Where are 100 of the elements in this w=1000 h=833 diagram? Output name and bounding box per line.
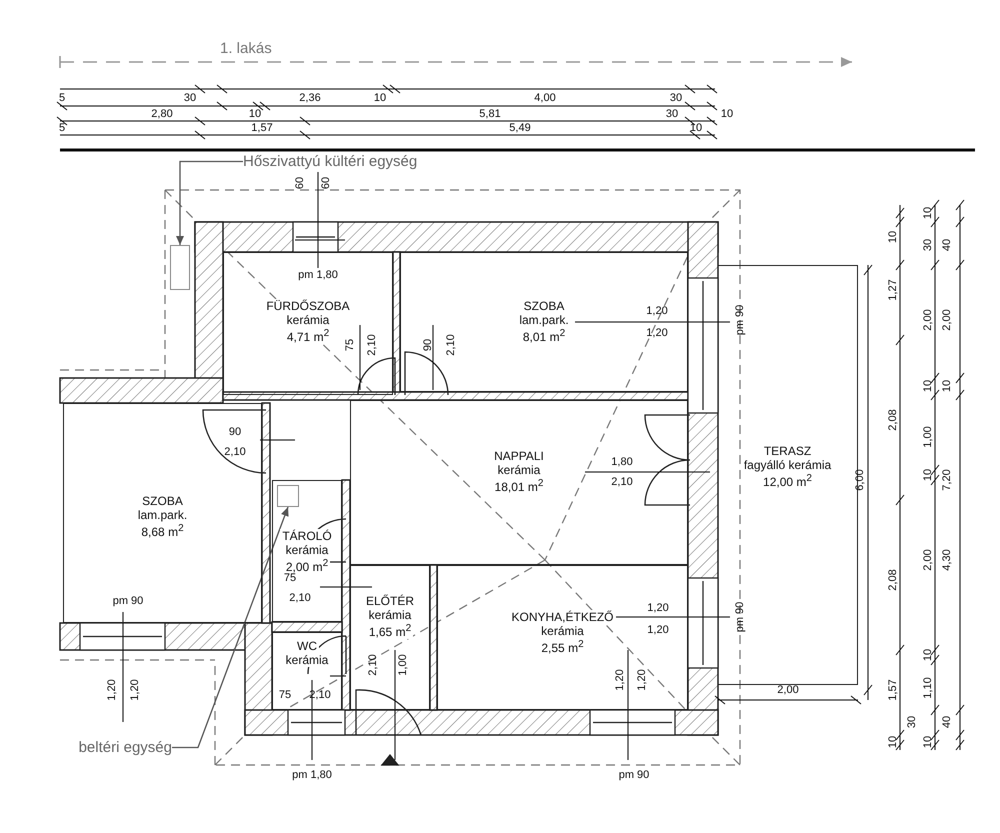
dimension-label: 1,00 bbox=[397, 654, 409, 676]
dimension-label: 2,10 bbox=[224, 446, 246, 458]
dimension-label: 7,20 bbox=[941, 469, 953, 491]
floor-material: kerámia bbox=[284, 653, 330, 667]
dimension-label: 90 bbox=[228, 426, 242, 438]
room-name: WC bbox=[295, 639, 319, 653]
dimension-label: 90 bbox=[422, 338, 434, 352]
dimension-label: 1,20 bbox=[129, 679, 141, 701]
dimension-label: pm 90 bbox=[618, 769, 650, 781]
dimension-label: 10 bbox=[690, 122, 702, 134]
floor-material: kerámia bbox=[366, 608, 414, 622]
room-area: 2,00 m$^{2}$ bbox=[284, 557, 330, 574]
dimension-label: 10 bbox=[922, 648, 934, 662]
dimension-label: 4,30 bbox=[941, 549, 953, 571]
dimension-label: 1,57 bbox=[251, 122, 273, 134]
dimension-label: 2,10 bbox=[366, 334, 378, 356]
dimension-label: 1,20 bbox=[646, 327, 668, 339]
dimension-label: 2,36 bbox=[299, 92, 321, 104]
dimension-label: 5,81 bbox=[479, 108, 501, 120]
dimension-label: 10 bbox=[248, 108, 262, 120]
dimension-label: 1,20 bbox=[106, 679, 118, 701]
callout-text: beltéri egység bbox=[0, 738, 172, 757]
dimension-label: 2,10 bbox=[445, 334, 457, 356]
dimension-label: 2,00 bbox=[922, 309, 934, 331]
plan-title: 1. lakás bbox=[220, 40, 272, 57]
floor-material: kerámia bbox=[284, 313, 332, 327]
dimension-label: 10 bbox=[720, 108, 734, 120]
dimension-label: 1,80 bbox=[611, 456, 633, 468]
room-area: 4,71 m$^{2}$ bbox=[284, 327, 332, 344]
dimension-label: pm 1,80 bbox=[292, 769, 332, 781]
dimension-label: 10 bbox=[922, 468, 934, 482]
dimension-label: 1,20 bbox=[614, 669, 626, 691]
heat-pump-unit bbox=[277, 485, 299, 507]
dimension-label: 10 bbox=[922, 206, 934, 220]
dimension-label: pm 1,80 bbox=[298, 269, 338, 281]
dimension-label: 5 bbox=[58, 92, 66, 104]
dimension-label: 2,10 bbox=[367, 654, 379, 676]
dimension-label: pm 90 bbox=[112, 595, 144, 607]
floor-material: kerámia bbox=[539, 624, 586, 638]
room-area: 12,00 m$^{2}$ bbox=[761, 472, 814, 489]
floor-material: kerámia bbox=[284, 543, 330, 557]
dimension-label: 30 bbox=[922, 238, 934, 252]
dimension-label: 2,00 bbox=[941, 309, 953, 331]
dimension-label: 10 bbox=[941, 380, 953, 392]
room-area: 8,01 m$^{2}$ bbox=[520, 327, 568, 344]
dimension-label: 1,00 bbox=[922, 426, 934, 448]
dimension-label: 30 bbox=[184, 92, 196, 104]
dimension-label: 1,10 bbox=[922, 677, 934, 699]
dimension-label: pm 90 bbox=[734, 304, 746, 336]
room-area: 18,01 m$^{2}$ bbox=[492, 477, 546, 494]
room-name: ELŐTÉR bbox=[364, 594, 416, 608]
room-area: 8,68 m$^{2}$ bbox=[139, 522, 186, 539]
dimension-label: 1,27 bbox=[887, 279, 899, 301]
room-name: TÁROLÓ bbox=[280, 529, 334, 543]
dimension-label: 75 bbox=[284, 572, 296, 584]
dimension-label: 1,57 bbox=[887, 679, 899, 701]
dimension-label: 30 bbox=[906, 716, 918, 728]
dimension-label: 60 bbox=[294, 176, 306, 190]
dimension-label: 75 bbox=[278, 689, 292, 701]
dimension-label: 1,20 bbox=[647, 602, 669, 614]
dimension-label: 10 bbox=[374, 92, 386, 104]
dimension-label: 2,00 bbox=[777, 684, 799, 696]
dimension-label: 2,10 bbox=[289, 592, 311, 604]
dimension-label: 30 bbox=[670, 92, 682, 104]
dimension-label: 1,20 bbox=[647, 624, 669, 636]
dimension-label: 6,00 bbox=[854, 469, 866, 491]
dimension-label: 1,20 bbox=[646, 305, 668, 317]
dimension-label: pm 90 bbox=[734, 602, 746, 632]
room-area: 1,65 m$^{2}$ bbox=[366, 622, 414, 639]
floor-material: lam.park. bbox=[136, 508, 190, 522]
dimension-label: 2,10 bbox=[611, 476, 633, 488]
dimension-label: 40 bbox=[941, 238, 953, 252]
callout-text: Hőszivattyú kültéri egység bbox=[243, 152, 418, 171]
floor-material: lam.park. bbox=[517, 313, 571, 327]
dimension-label: 10 bbox=[922, 736, 934, 748]
dimension-label: 10 bbox=[887, 230, 899, 244]
room-name: FÜRDŐSZOBA bbox=[264, 299, 352, 313]
leader-line bbox=[172, 506, 289, 748]
room-area: 2,55 m$^{2}$ bbox=[539, 638, 586, 655]
room-name: NAPPALI bbox=[492, 449, 546, 463]
dimension-label: 2,08 bbox=[887, 409, 899, 431]
leader-line bbox=[176, 160, 243, 245]
dimension-label: 75 bbox=[344, 338, 356, 352]
room-name: SZOBA bbox=[140, 494, 185, 508]
dimension-label: 5 bbox=[58, 122, 66, 134]
dimension-label: 2,00 bbox=[922, 549, 934, 571]
dimension-label: 60 bbox=[320, 176, 332, 190]
dimension-label: 30 bbox=[666, 108, 678, 120]
dimension-label: 2,08 bbox=[887, 569, 899, 591]
room-name: SZOBA bbox=[522, 299, 566, 313]
floor-material: kerámia bbox=[496, 463, 542, 477]
dimension-label: 40 bbox=[941, 716, 953, 728]
room-name: TERASZ bbox=[762, 444, 814, 458]
heat-pump-unit bbox=[170, 245, 190, 290]
dimension-label: 1,20 bbox=[636, 669, 648, 691]
floor-material: fagyálló kerámia bbox=[742, 458, 834, 472]
dimension-label: 10 bbox=[887, 736, 899, 748]
dimension-label: 2,80 bbox=[151, 108, 173, 120]
dimension-label: 10 bbox=[922, 380, 934, 392]
dimension-label: 4,00 bbox=[534, 92, 556, 104]
